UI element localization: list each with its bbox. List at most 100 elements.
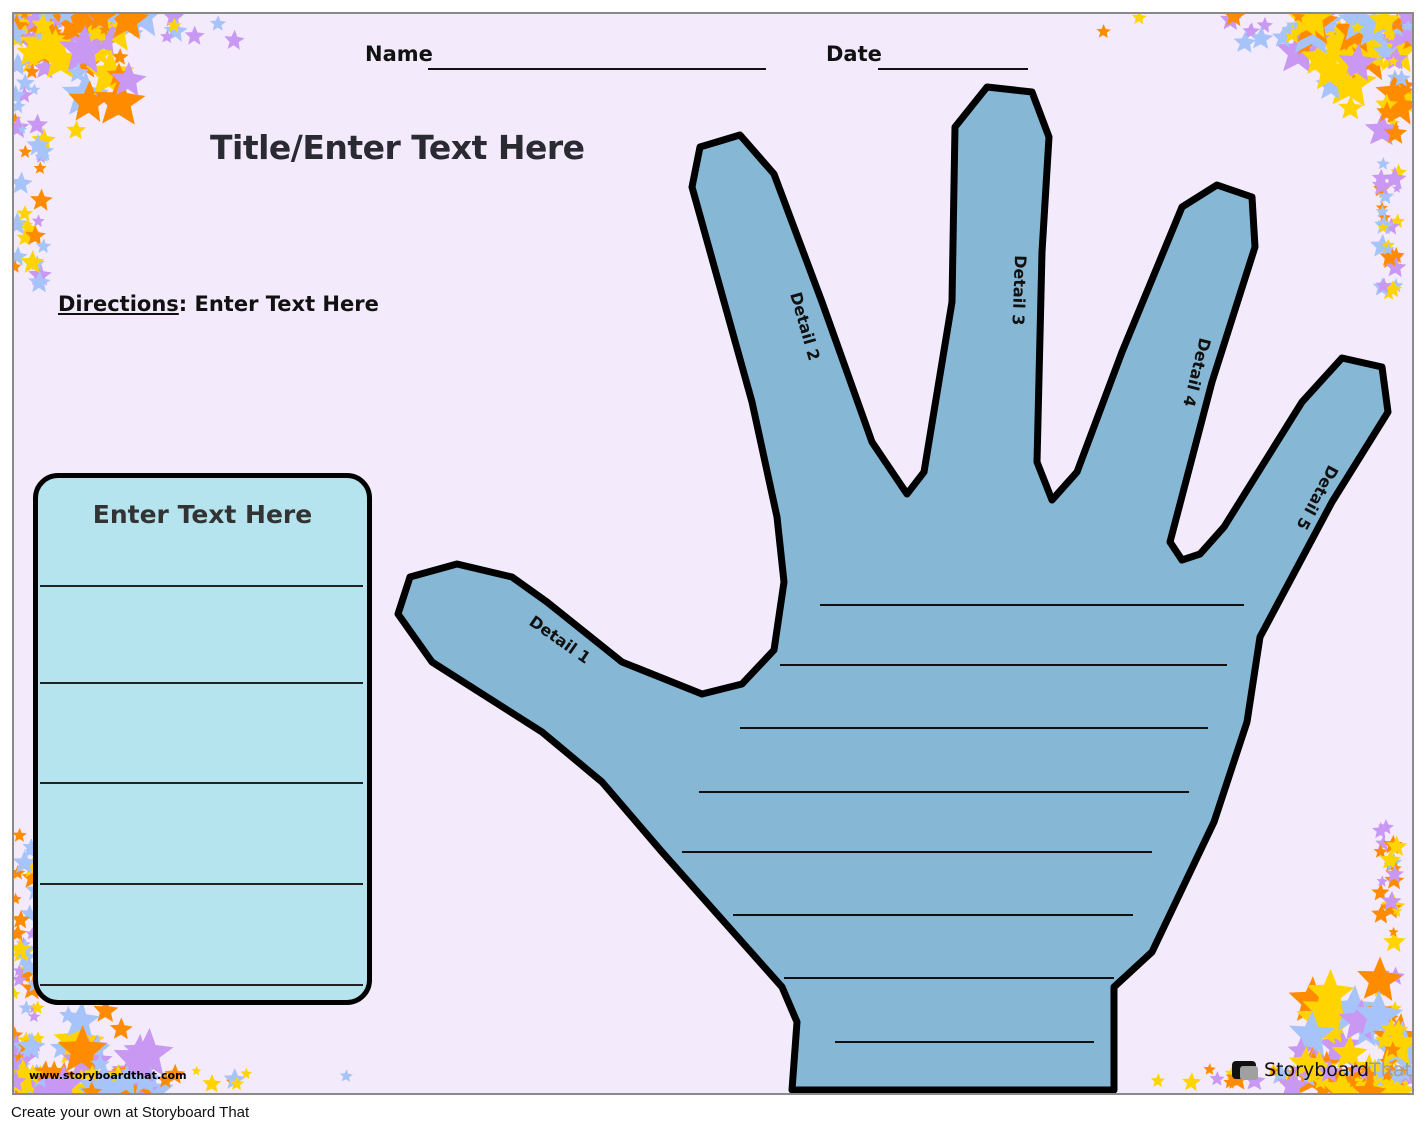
footer-link[interactable]: Create your own at Storyboard That bbox=[11, 1104, 250, 1121]
star-icon bbox=[1370, 233, 1395, 257]
star-icon bbox=[18, 144, 33, 158]
text-box[interactable]: Enter Text Here bbox=[33, 473, 372, 1005]
star-icon bbox=[1288, 1046, 1322, 1078]
finger-label-3[interactable]: Detail 3 bbox=[1009, 255, 1030, 326]
star-icon bbox=[14, 827, 27, 842]
star-icon bbox=[1150, 1073, 1165, 1088]
star-icon bbox=[98, 24, 111, 36]
worksheet: Name Date Title/Enter Text Here Directio… bbox=[12, 12, 1414, 1095]
star-icon bbox=[17, 124, 28, 134]
star-icon bbox=[1348, 1077, 1359, 1088]
star-icon bbox=[1371, 168, 1391, 187]
star-icon bbox=[100, 35, 115, 50]
star-icon bbox=[1288, 976, 1336, 1022]
star-icon bbox=[14, 850, 37, 874]
date-field[interactable] bbox=[878, 68, 1028, 70]
star-icon bbox=[191, 1065, 202, 1076]
star-icon bbox=[223, 1068, 246, 1090]
star-icon bbox=[19, 956, 39, 976]
star-icon bbox=[1272, 26, 1295, 48]
star-icon bbox=[26, 113, 49, 135]
star-icon bbox=[166, 17, 182, 33]
star-icon bbox=[1315, 69, 1348, 100]
star-icon bbox=[31, 214, 45, 228]
star-icon bbox=[1386, 835, 1408, 856]
logo-text-light: That bbox=[1369, 1059, 1412, 1081]
star-icon bbox=[83, 1064, 101, 1081]
star-icon bbox=[1301, 1050, 1338, 1085]
star-icon bbox=[14, 1057, 22, 1071]
star-icon bbox=[1383, 121, 1408, 144]
star-icon bbox=[14, 1083, 32, 1093]
star-icon bbox=[40, 38, 82, 79]
star-icon bbox=[22, 838, 40, 856]
worksheet-title[interactable]: Title/Enter Text Here bbox=[210, 128, 585, 167]
directions[interactable]: Directions: Enter Text Here bbox=[58, 292, 379, 316]
text-box-title[interactable]: Enter Text Here bbox=[92, 500, 313, 529]
star-icon bbox=[50, 1035, 75, 1059]
star-icon bbox=[1352, 1074, 1387, 1093]
star-icon bbox=[24, 225, 46, 246]
star-icon bbox=[27, 1010, 41, 1023]
star-icon bbox=[202, 1074, 222, 1093]
star-icon bbox=[157, 1071, 175, 1088]
star-icon bbox=[110, 1064, 143, 1093]
star-icon bbox=[1382, 27, 1396, 41]
star-icon bbox=[1131, 14, 1147, 25]
star-icon bbox=[1312, 1073, 1329, 1090]
star-icon bbox=[14, 937, 32, 959]
star-icon bbox=[1374, 1067, 1387, 1080]
star-icon bbox=[1384, 279, 1403, 298]
star-icon bbox=[1382, 1059, 1393, 1070]
star-icon bbox=[1379, 246, 1400, 267]
star-icon bbox=[240, 1067, 252, 1079]
star-icon bbox=[17, 1032, 46, 1060]
star-icon bbox=[1373, 844, 1388, 859]
directions-text: : Enter Text Here bbox=[178, 292, 379, 316]
star-icon bbox=[1391, 904, 1403, 916]
star-icon bbox=[1351, 1063, 1363, 1074]
star-icon bbox=[30, 1000, 45, 1014]
star-icon bbox=[1353, 14, 1394, 48]
writing-line bbox=[40, 782, 363, 784]
writing-line bbox=[40, 883, 363, 885]
star-icon bbox=[33, 1060, 57, 1083]
writing-line bbox=[40, 682, 363, 684]
star-icon bbox=[1385, 256, 1407, 278]
star-icon bbox=[1379, 849, 1401, 870]
star-icon bbox=[33, 161, 47, 174]
directions-label: Directions bbox=[58, 292, 179, 316]
star-icon bbox=[80, 1081, 103, 1093]
star-icon bbox=[14, 924, 27, 942]
star-icon bbox=[1381, 87, 1412, 125]
hand-outline bbox=[394, 83, 1392, 1093]
star-icon bbox=[1331, 1035, 1368, 1070]
date-label: Date bbox=[826, 42, 882, 66]
star-icon bbox=[1281, 22, 1295, 35]
star-icon bbox=[25, 927, 39, 940]
star-icon bbox=[1371, 903, 1392, 924]
star-icon bbox=[1392, 183, 1402, 193]
star-icon bbox=[130, 1063, 162, 1093]
star-icon bbox=[1351, 21, 1364, 34]
star-icon bbox=[20, 250, 45, 273]
star-icon bbox=[67, 61, 89, 83]
star-icon bbox=[1372, 1070, 1412, 1093]
star-icon bbox=[1384, 1041, 1402, 1058]
star-icon bbox=[1392, 69, 1411, 87]
star-icon bbox=[14, 98, 26, 114]
star-icon bbox=[1276, 28, 1322, 74]
star-icon bbox=[22, 857, 44, 878]
star-icon bbox=[1377, 222, 1389, 233]
star-icon bbox=[1385, 1068, 1399, 1081]
star-icon bbox=[87, 14, 117, 32]
writing-line bbox=[40, 585, 363, 587]
star-icon bbox=[14, 1070, 27, 1092]
star-icon bbox=[16, 205, 34, 222]
star-icon bbox=[1287, 1037, 1314, 1063]
star-icon bbox=[1377, 216, 1389, 228]
star-icon bbox=[1249, 26, 1274, 49]
name-field[interactable] bbox=[428, 68, 766, 70]
star-icon bbox=[1388, 55, 1399, 67]
star-icon bbox=[1338, 95, 1364, 120]
